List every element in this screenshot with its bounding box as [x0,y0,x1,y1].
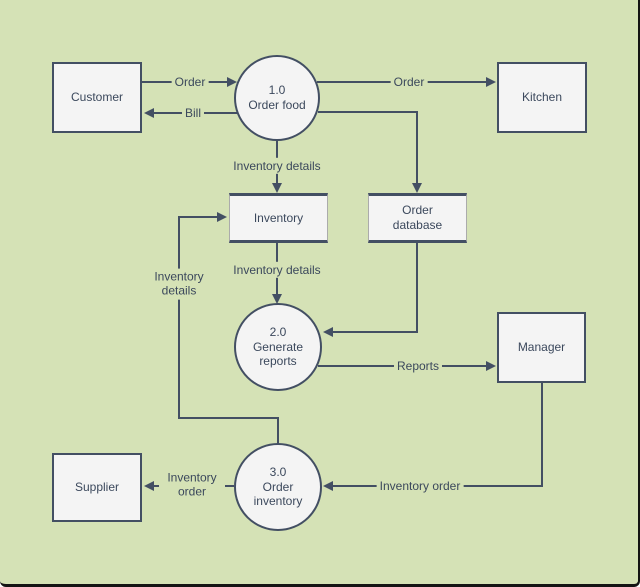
arrowhead-icon [323,481,333,491]
entity-supplier[interactable]: Supplier [52,453,142,522]
flow-segment[interactable] [178,417,279,419]
entity-label: Kitchen [521,90,563,105]
entity-manager[interactable]: Manager [497,312,586,383]
flow-label[interactable]: Inventory details [230,157,324,175]
process-number: 2.0 [269,325,287,340]
flow-label[interactable]: Bill [181,104,205,122]
flow-segment[interactable] [416,243,418,333]
arrowhead-icon [272,294,282,304]
flow-label[interactable]: Order [390,73,428,91]
arrowhead-icon [486,361,496,371]
process-number: 3.0 [269,465,287,480]
flow-label[interactable]: Order [171,73,209,91]
data-store-label: Order database [392,203,443,232]
process-order-food[interactable]: 1.0 Order food [234,55,320,141]
flow-label[interactable]: Reports [393,357,443,375]
data-store-label: Inventory [253,210,304,225]
entity-label: Customer [70,90,123,105]
process-label: Generate reports [252,339,304,369]
entity-label: Supplier [74,480,120,495]
arrowhead-icon [272,183,282,193]
entity-customer[interactable]: Customer [52,62,142,133]
process-number: 1.0 [268,83,286,98]
arrowhead-icon [144,108,154,118]
flow-segment[interactable] [541,383,543,487]
arrowhead-icon [144,481,154,491]
arrowhead-icon [412,183,422,193]
flow-label[interactable]: Inventory order [376,477,464,495]
flow-label[interactable]: Inventory details [145,268,213,300]
flow-segment[interactable] [178,216,219,218]
arrowhead-icon [217,212,227,222]
data-store-inventory[interactable]: Inventory [229,193,328,243]
flow-segment[interactable] [416,111,418,185]
process-label: Order food [248,98,306,112]
process-generate-reports[interactable]: 2.0 Generate reports [234,303,322,391]
data-store-order-database[interactable]: Order database [368,193,467,243]
arrowhead-icon [323,327,333,337]
entity-kitchen[interactable]: Kitchen [497,62,587,133]
process-label: Order inventory [253,479,303,509]
flow-segment[interactable] [318,111,418,113]
flow-segment[interactable] [178,217,180,419]
arrowhead-icon [486,77,496,87]
arrowhead-icon [227,77,237,87]
flow-label[interactable]: Inventory order [159,469,225,501]
flow-segment[interactable] [333,331,418,333]
process-order-inventory[interactable]: 3.0 Order inventory [234,443,322,531]
entity-label: Manager [517,340,566,355]
flow-label[interactable]: Inventory details [230,261,324,279]
flow-segment[interactable] [277,417,279,444]
